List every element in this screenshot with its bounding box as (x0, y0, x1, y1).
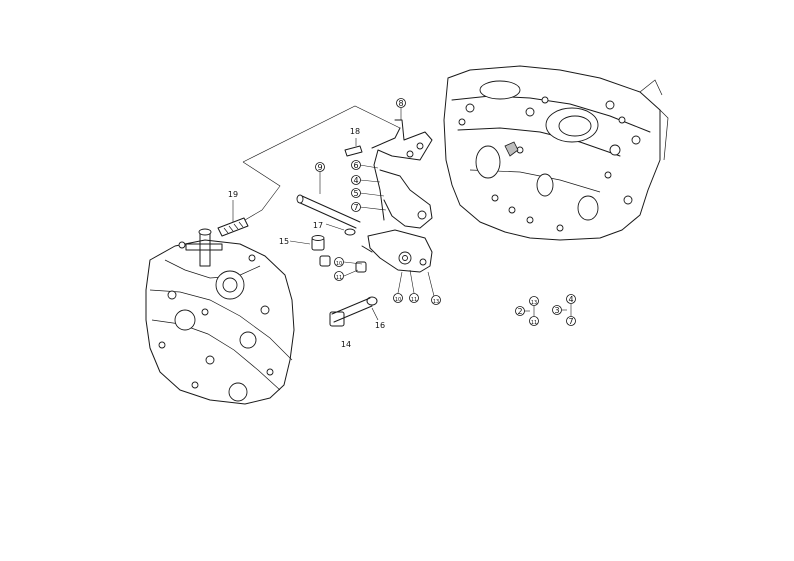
legend-left-bottom: 11 (531, 320, 537, 326)
callout-7: 7 (353, 203, 358, 212)
callout-10-lower: 10 (395, 297, 401, 303)
callout-8: 8 (398, 99, 403, 108)
callout-10-upper: 10 (336, 261, 342, 267)
assembly-reference-lines (242, 105, 401, 221)
housing-illustration (145, 228, 295, 405)
callout-18: 18 (350, 127, 360, 136)
callout-labels: 8 18 9 6 4 5 7 19 17 15 10 11 10 11 13 1… (228, 98, 441, 349)
legend-right: 3 4 7 (552, 294, 576, 326)
legend-right-side: 3 (554, 306, 559, 315)
legend-left: 2 13 11 (515, 296, 539, 326)
callout-16: 16 (375, 321, 385, 330)
callout-5: 5 (353, 189, 358, 198)
callout-17: 17 (313, 221, 323, 230)
callout-11-lower: 11 (411, 297, 417, 303)
callout-14: 14 (341, 340, 351, 349)
engine-block-illustration (443, 65, 669, 241)
callout-9: 9 (317, 163, 322, 172)
legend-left-top: 13 (531, 300, 537, 306)
callout-19: 19 (228, 190, 238, 199)
linkage-parts (217, 119, 433, 327)
callout-6: 6 (353, 161, 358, 170)
legend-left-side: 2 (517, 307, 522, 316)
callout-4: 4 (353, 176, 358, 185)
callout-11-upper: 11 (336, 275, 342, 281)
leader-lines (232, 108, 572, 321)
legend-right-bottom: 7 (568, 317, 573, 326)
legend-right-top: 4 (568, 295, 573, 304)
callout-13: 13 (433, 299, 439, 305)
callout-15: 15 (279, 237, 289, 246)
